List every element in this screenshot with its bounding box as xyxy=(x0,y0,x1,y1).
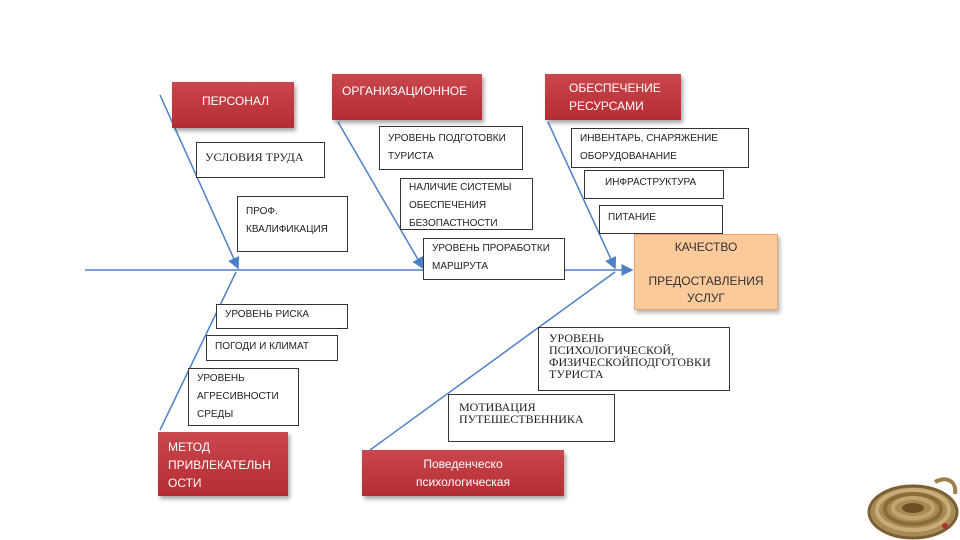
cause-safety-system: НАЛИЧИЕ СИСТЕМЫ ОБЕСПЕЧЕНИЯ БЕЗОПАСТНОСТ… xyxy=(400,178,533,230)
cause-risk-level: УРОВЕНЬ РИСКА xyxy=(216,304,348,329)
cause-tourist-training-level: УРОВЕНЬ ПОДГОТОВКИ ТУРИСТА xyxy=(379,126,523,170)
category-organizational: ОРГАНИЗАЦИОННОЕ xyxy=(332,74,482,120)
cause-food: ПИТАНИЕ xyxy=(599,205,723,234)
cause-weather-climate: ПОГОДИ И КЛИМАТ xyxy=(206,335,338,361)
category-personnel: ПЕРСОНАЛ xyxy=(172,82,294,128)
cause-working-conditions: УСЛОВИЯ ТРУДА xyxy=(196,142,325,178)
category-resources: ОБЕСПЕЧЕНИЕ РЕСУРСАМИ xyxy=(545,74,681,120)
category-method: МЕТОД ПРИВЛЕКАТЕЛЬН ОСТИ xyxy=(158,432,288,496)
cause-prof-qualification: ПРОФ. КВАЛИФИКАЦИЯ xyxy=(237,196,348,252)
rope-coil-image xyxy=(865,472,960,540)
cause-psych-physical: УРОВЕНЬ ПСИХОЛОГИЧЕСКОЙ, ФИЗИЧЕСКОЙПОДГО… xyxy=(538,327,730,391)
cause-aggressiveness: УРОВЕНЬ АГРЕСИВНОСТИ СРЕДЫ xyxy=(188,368,299,426)
category-behavioral: Поведенческо психологическая xyxy=(362,450,564,496)
effect-quality: КАЧЕСТВО ПРЕДОСТАВЛЕНИЯ УСЛУГ xyxy=(634,234,778,310)
cause-motivation: МОТИВАЦИЯ ПУТЕШЕСТВЕННИКА xyxy=(448,394,615,442)
cause-infrastructure: ИНФРАСТРУКТУРА xyxy=(584,170,724,199)
cause-equipment: ИНВЕНТАРЬ, СНАРЯЖЕНИЕ ОБОРУДОВАНАНИЕ xyxy=(571,128,749,168)
cause-route-elaboration: УРОВЕНЬ ПРОРАБОТКИ МАРШРУТА xyxy=(423,238,565,280)
